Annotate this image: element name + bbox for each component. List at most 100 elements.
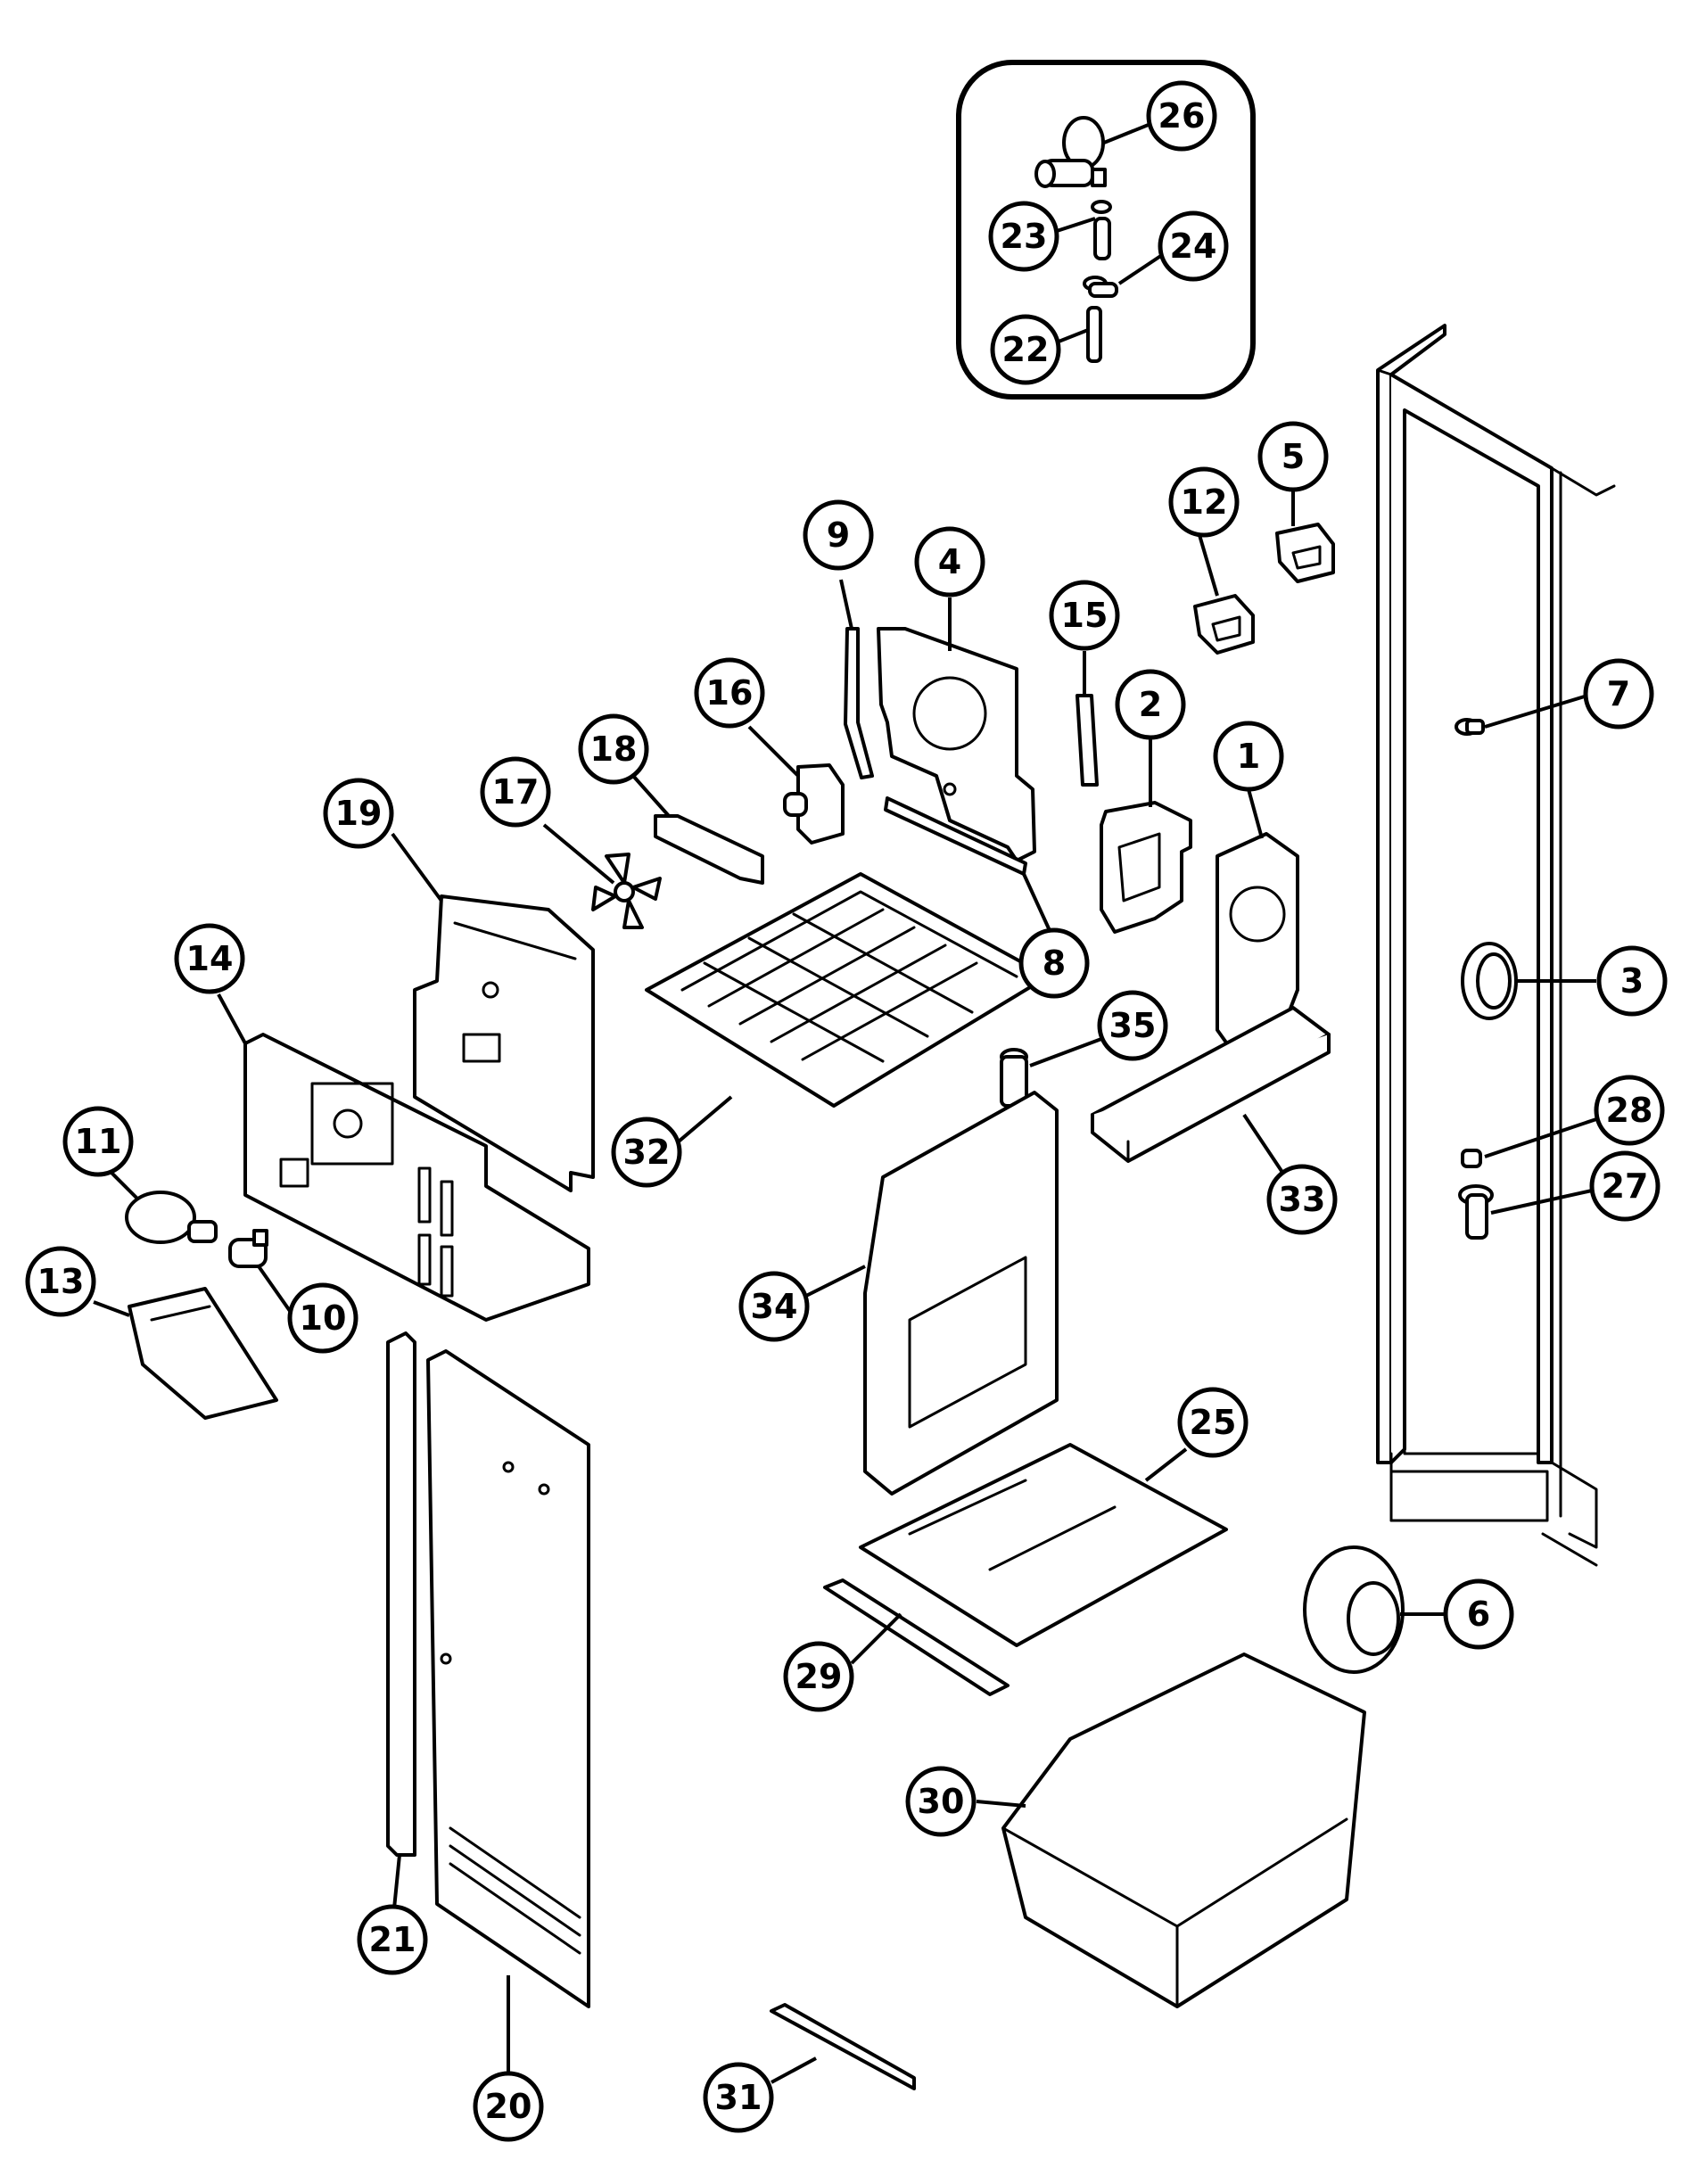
callout-27: 27	[1589, 1150, 1661, 1222]
callout-label: 15	[1061, 596, 1108, 635]
callout-4: 4	[914, 526, 985, 598]
callout-label: 31	[715, 2078, 762, 2117]
callout-label: 25	[1190, 1403, 1237, 1442]
callout-22: 22	[990, 314, 1061, 385]
part-21-trim-strip	[386, 1331, 416, 1857]
callout-35: 35	[1097, 990, 1168, 1061]
part-24-clip	[1083, 276, 1118, 298]
callout-20: 20	[473, 2071, 544, 2142]
part-35-peg	[1000, 1048, 1028, 1108]
callout-18: 18	[578, 713, 649, 785]
leader-25	[1144, 1447, 1188, 1482]
callout-label: 23	[1001, 217, 1048, 256]
part-10-socket	[228, 1229, 268, 1268]
callout-label: 16	[706, 673, 754, 713]
callout-label: 1	[1237, 737, 1260, 776]
part-25-glass-shelf	[859, 1443, 1228, 1647]
callout-label: 17	[492, 772, 540, 812]
leader-17	[542, 823, 615, 885]
part-2-housing	[1100, 801, 1192, 934]
part-18-bracket	[654, 814, 764, 885]
callout-9: 9	[803, 499, 874, 571]
leader-19	[391, 832, 443, 902]
callout-32: 32	[611, 1117, 682, 1188]
part-27-bushing	[1458, 1184, 1494, 1240]
callout-1: 1	[1213, 721, 1284, 792]
callout-label: 22	[1002, 330, 1050, 369]
part-11-light-bulb	[125, 1191, 218, 1244]
callout-12: 12	[1168, 466, 1240, 538]
callout-label: 29	[795, 1657, 843, 1696]
callout-label: 34	[751, 1287, 798, 1326]
leader-27	[1490, 1189, 1593, 1215]
callout-label: 28	[1606, 1091, 1653, 1130]
callout-label: 26	[1158, 96, 1206, 136]
part-33-tray	[1091, 1006, 1331, 1163]
part-28-screw	[1461, 1149, 1482, 1168]
leader-8	[1022, 873, 1054, 937]
leader-1	[1247, 788, 1264, 839]
part-31-strip	[770, 2003, 916, 2090]
callout-label: 10	[300, 1298, 347, 1338]
part-9-tube	[844, 627, 874, 779]
callout-label: 3	[1620, 961, 1644, 1001]
callout-31: 31	[703, 2062, 774, 2133]
callout-label: 30	[918, 1782, 965, 1821]
part-26-valve	[1034, 116, 1107, 188]
leader-18	[631, 774, 671, 818]
part-13-light-cover	[128, 1287, 278, 1420]
leader-lines	[93, 119, 1597, 2084]
part-4-plate	[877, 627, 1036, 862]
leader-11	[110, 1171, 140, 1201]
callout-28: 28	[1594, 1075, 1665, 1146]
part-34-panel	[863, 1091, 1059, 1496]
callout-15: 15	[1049, 580, 1120, 651]
callout-11: 11	[62, 1106, 134, 1177]
callout-label: 20	[485, 2087, 532, 2126]
part-30-bin	[1001, 1652, 1366, 2008]
part-20-rear-panel	[426, 1349, 590, 2008]
part-3-cover	[1461, 942, 1518, 1020]
part-5-bumper	[1275, 523, 1335, 583]
callout-label: 6	[1467, 1595, 1490, 1634]
leader-29	[850, 1612, 902, 1665]
part-17-fan-blade	[591, 853, 662, 929]
part-15-bracket	[1076, 694, 1099, 787]
callout-3: 3	[1596, 945, 1668, 1017]
callout-26: 26	[1146, 80, 1217, 152]
callout-label: 11	[75, 1122, 122, 1161]
callout-label: 2	[1139, 685, 1162, 724]
leader-12	[1198, 534, 1219, 597]
part-23-tube	[1091, 200, 1112, 260]
leader-14	[217, 993, 247, 1044]
callout-label: 7	[1607, 674, 1630, 713]
callout-2: 2	[1115, 669, 1186, 740]
part-32-rack	[645, 872, 1050, 1108]
callout-label: 4	[938, 542, 961, 581]
callout-label: 33	[1279, 1180, 1326, 1219]
callout-label: 13	[37, 1262, 85, 1301]
callout-8: 8	[1018, 927, 1090, 999]
callout-25: 25	[1177, 1387, 1249, 1458]
callout-label: 24	[1170, 227, 1217, 266]
callout-17: 17	[480, 756, 551, 828]
callout-19: 19	[323, 778, 394, 849]
leader-7	[1484, 694, 1588, 729]
callout-7: 7	[1583, 658, 1654, 729]
callout-label: 12	[1181, 482, 1228, 522]
part-7-screw	[1455, 718, 1485, 736]
leader-32	[672, 1095, 733, 1148]
part-12-bumper	[1193, 594, 1255, 655]
callout-label: 19	[335, 794, 383, 833]
part-6-knob	[1303, 1545, 1405, 1674]
callout-label: 18	[590, 729, 638, 769]
callout-label: 14	[186, 939, 234, 978]
part-16-motor	[783, 763, 845, 845]
leader-35	[1029, 1037, 1102, 1067]
callout-label: 35	[1109, 1006, 1157, 1045]
callout-label: 9	[827, 515, 850, 555]
callout-label: 27	[1602, 1166, 1649, 1206]
callout-13: 13	[25, 1246, 96, 1317]
callout-label: 5	[1282, 437, 1305, 476]
